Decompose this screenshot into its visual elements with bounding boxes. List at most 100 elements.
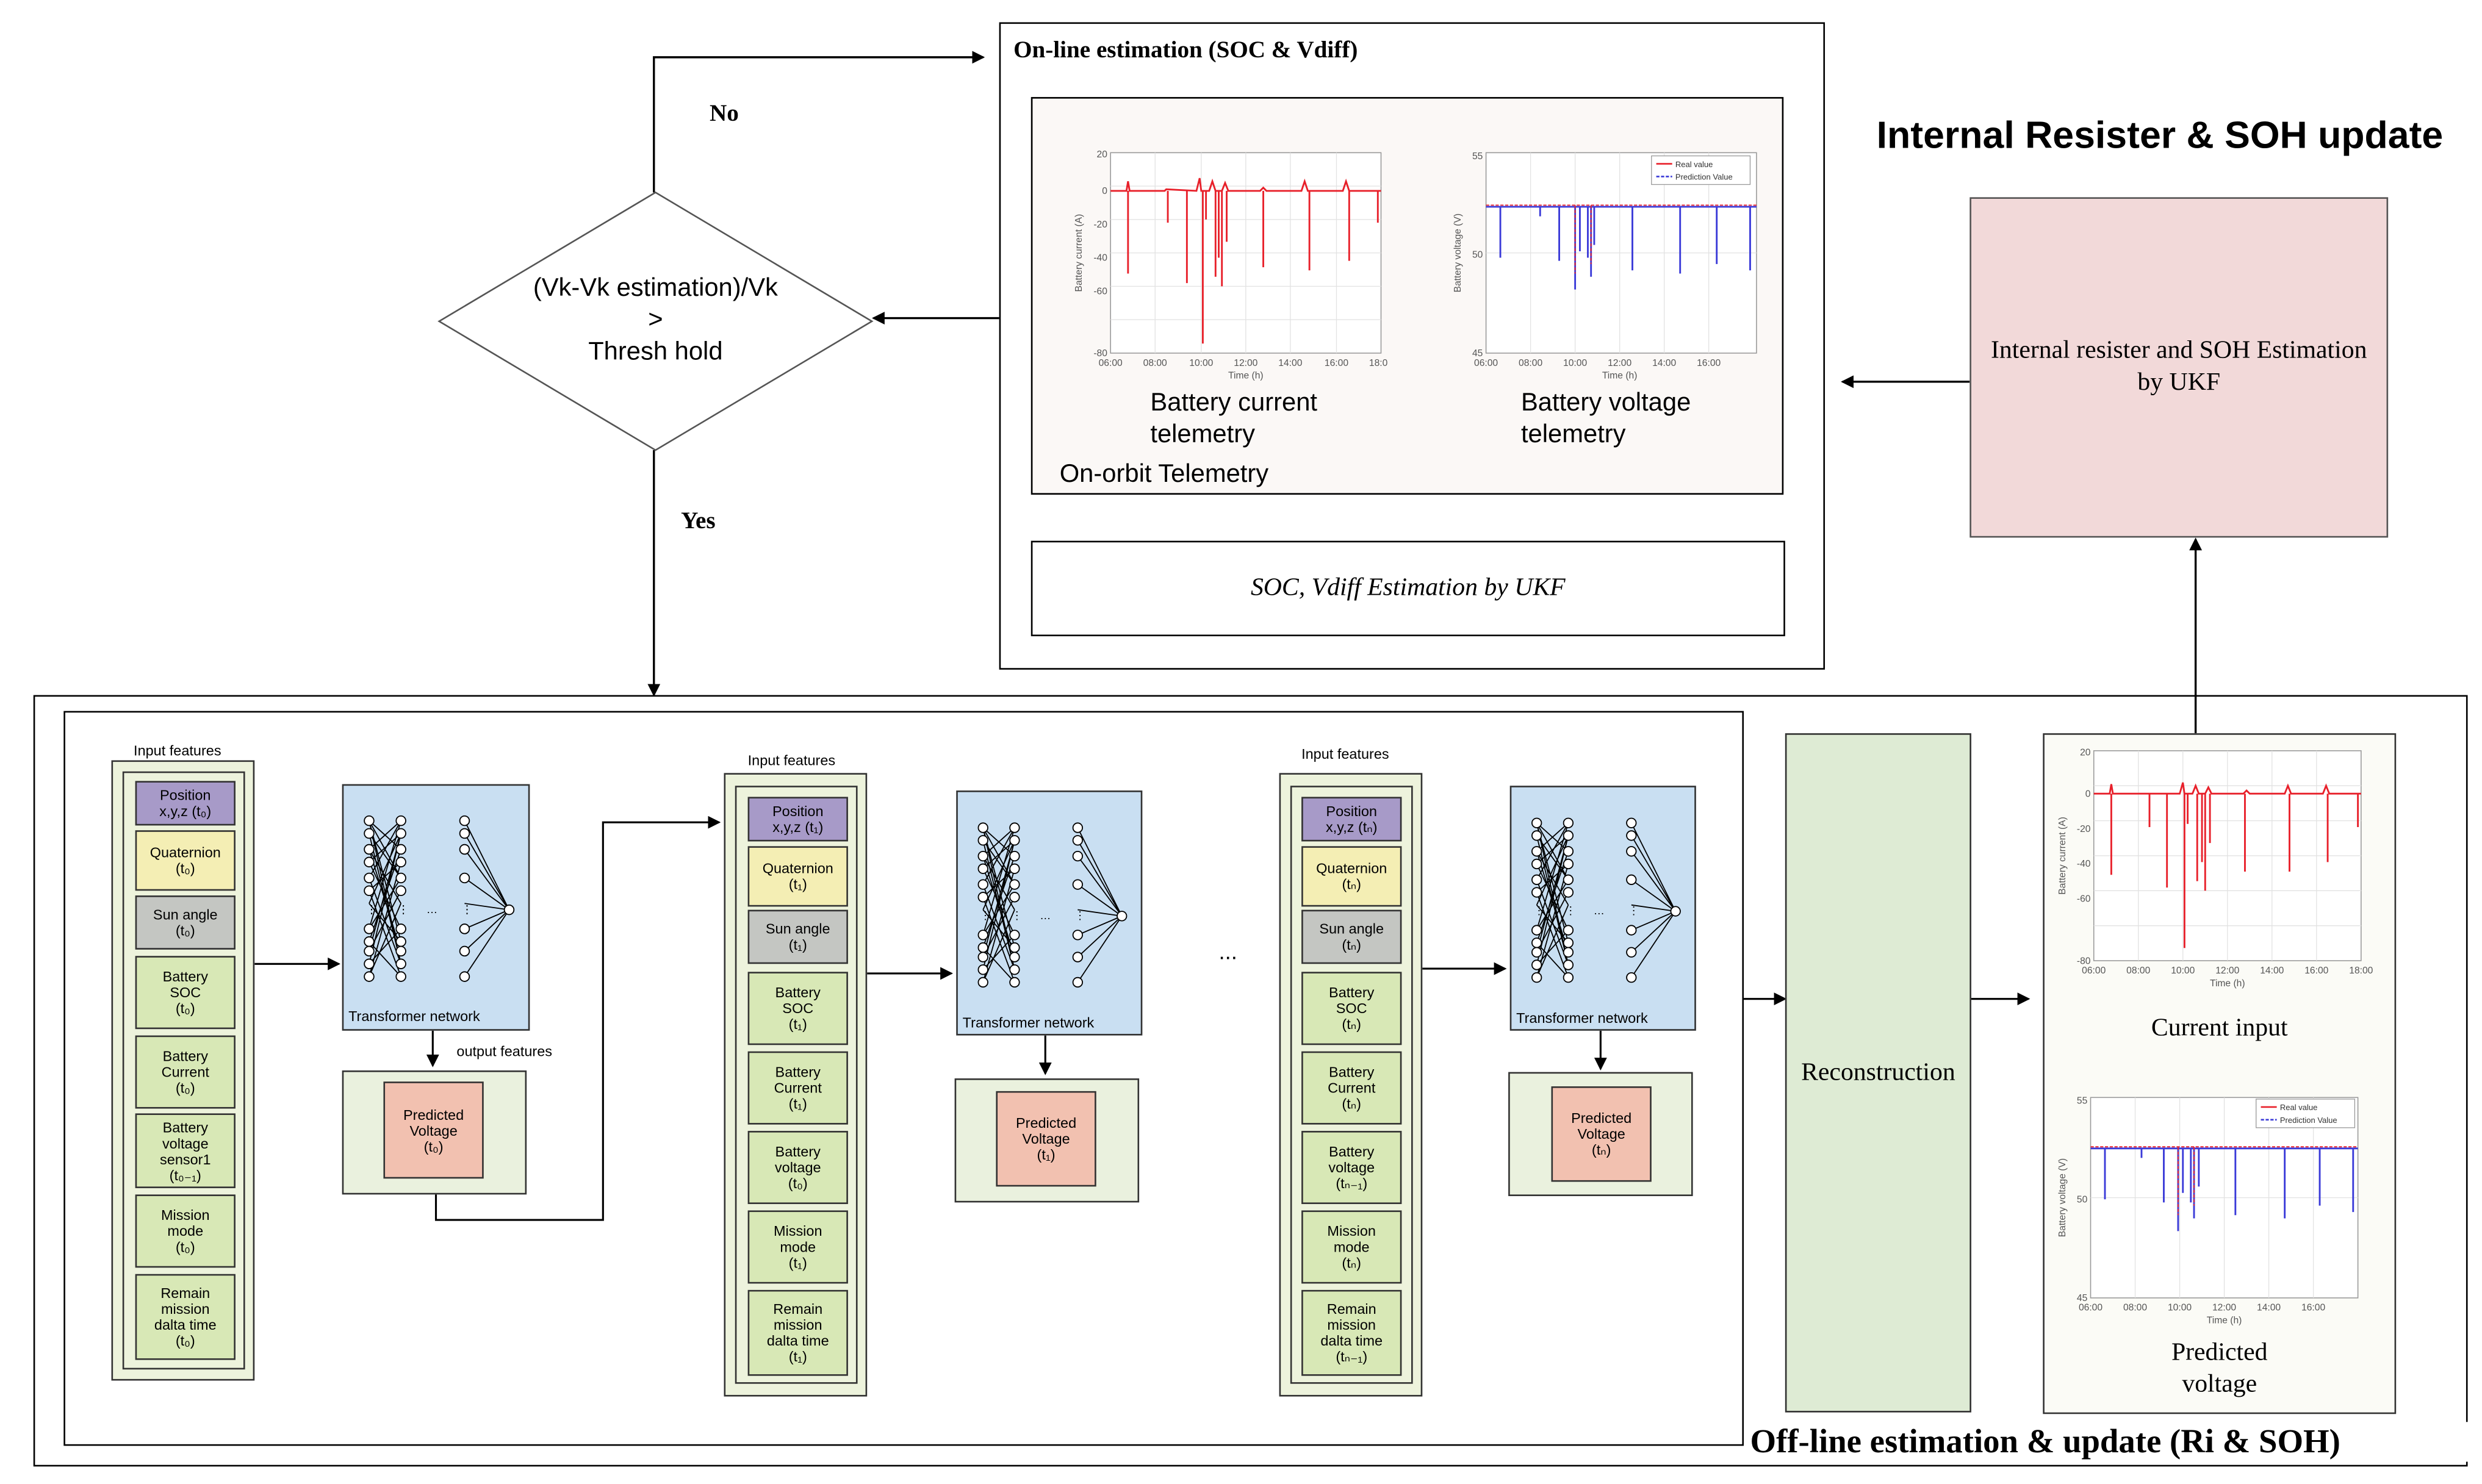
svg-text:08:00: 08:00 <box>2126 966 2150 976</box>
svg-text:18:00: 18:00 <box>2349 966 2373 976</box>
svg-text:16:00: 16:00 <box>1697 358 1721 368</box>
block1-to-block2-arrow <box>434 815 721 1221</box>
block2-predicted-voltage: Predicted Voltage (t₁) <box>996 1091 1096 1187</box>
current-telemetry-caption: Battery current telemetry <box>1150 389 1318 449</box>
soc-vdiff-ukf-box: SOC, Vdiff Estimation by UKF <box>1031 540 1785 637</box>
svg-text:16:00: 16:00 <box>2304 966 2328 976</box>
block2-feature-quaternion: Quaternion (t₁) <box>747 846 848 907</box>
svg-text:0: 0 <box>2085 789 2091 799</box>
svg-text:06:00: 06:00 <box>2082 966 2106 976</box>
offline-legend-pred: Prediction Value <box>2280 1116 2337 1125</box>
svg-text:-60: -60 <box>2077 894 2091 905</box>
block3-predicted-voltage: Predicted Voltage (tₙ) <box>1551 1086 1652 1182</box>
voltage-ylabel: Battery voltage (V) <box>1453 213 1463 292</box>
svg-text:…: … <box>426 903 437 916</box>
svg-text:20: 20 <box>2080 748 2091 758</box>
svg-text:55: 55 <box>2077 1096 2088 1106</box>
block2-feature-voltage: Battery voltage (t₀) <box>747 1131 848 1205</box>
block3-feature-soc: Battery SOC (tₙ) <box>1301 972 1402 1045</box>
svg-text:12:00: 12:00 <box>1608 358 1631 368</box>
block1-network-graph: ⋮⋮…⋮ <box>364 815 515 982</box>
svg-text:45: 45 <box>1472 348 1483 359</box>
block2-feature-soc: Battery SOC (t₁) <box>747 972 848 1045</box>
block1-feature-remain-time: Remain mission dalta time (t₀) <box>135 1274 236 1360</box>
svg-text:55: 55 <box>1472 151 1483 162</box>
svg-text:18:00: 18:00 <box>1369 358 1387 368</box>
voltage-legend: Real value Prediction Value <box>1651 155 1751 185</box>
telemetry-label: On-orbit Telemetry <box>1059 461 1269 489</box>
svg-text:10:00: 10:00 <box>2168 1303 2192 1313</box>
svg-text:06:00: 06:00 <box>1099 358 1123 368</box>
block2-feature-position: Position x,y,z (t₁) <box>747 797 848 842</box>
svg-text:10:00: 10:00 <box>2171 966 2195 976</box>
svg-text:⋮: ⋮ <box>366 903 377 916</box>
svg-text:0: 0 <box>1102 186 1107 196</box>
svg-text:-40: -40 <box>2077 859 2091 869</box>
svg-text:⋮: ⋮ <box>1534 905 1545 917</box>
svg-text:⋮: ⋮ <box>1074 909 1085 922</box>
block2-feature-sun-angle: Sun angle (t₁) <box>747 909 848 964</box>
online-title: On-line estimation (SOC & Vdiff) <box>1013 38 1358 64</box>
block1-feature-mission-mode: Mission mode (t₀) <box>135 1194 236 1268</box>
block3-feature-voltage: Battery voltage (tₙ₋₁) <box>1301 1131 1402 1205</box>
block3-transformer-network: ⋮⋮…⋮ Transformer network <box>1509 786 1696 1031</box>
threshold-decision-diamond <box>437 192 874 451</box>
block3-feature-quaternion: Quaternion (tₙ) <box>1301 846 1402 907</box>
block1-feature-voltage: Battery voltage sensor1 (t₀₋₁) <box>135 1113 236 1188</box>
no-label: No <box>710 101 739 127</box>
offline-voltage-ylabel: Battery voltage (V) <box>2057 1158 2068 1237</box>
svg-text:…: … <box>1594 905 1605 917</box>
svg-text:-20: -20 <box>1093 220 1107 230</box>
block3-feature-mission-mode: Mission mode (tₙ) <box>1301 1210 1402 1284</box>
decision-line2: > <box>648 307 663 334</box>
soh-estimation-box: Internal resister and SOH Estimation by … <box>1969 197 2389 538</box>
offline-current-ylabel: Battery current (A) <box>2057 817 2068 895</box>
transformer-sequence-frame <box>63 711 1744 1446</box>
svg-text:⋮: ⋮ <box>1565 905 1576 917</box>
block1-transformer-network: ⋮⋮…⋮ Transformer network <box>342 784 530 1031</box>
svg-text:50: 50 <box>1472 249 1483 260</box>
svg-text:06:00: 06:00 <box>2079 1303 2103 1313</box>
block2-network-graph: ⋮⋮…⋮ <box>977 822 1128 988</box>
svg-text:-80: -80 <box>1093 348 1107 359</box>
predicted-voltage-caption: Predicted voltage <box>2171 1339 2268 1399</box>
page-title: Internal Resister & SOH update <box>1876 114 2444 158</box>
block3-input-title: Input features <box>1301 746 1389 762</box>
offline-frame <box>33 695 2468 1467</box>
svg-text:⋮: ⋮ <box>461 903 472 916</box>
block2-feature-remain-time: Remain mission dalta time (t₁) <box>747 1289 848 1376</box>
svg-text:⋮: ⋮ <box>1628 905 1639 917</box>
block2-feature-current: Battery Current (t₁) <box>747 1051 848 1125</box>
offline-voltage-xlabel: Time (h) <box>2207 1316 2242 1326</box>
svg-text:-60: -60 <box>1093 286 1107 296</box>
offline-current-xlabel: Time (h) <box>2210 978 2245 989</box>
svg-text:12:00: 12:00 <box>1234 358 1257 368</box>
svg-text:16:00: 16:00 <box>1325 358 1348 368</box>
svg-text:12:00: 12:00 <box>2215 966 2239 976</box>
svg-text:14:00: 14:00 <box>1278 358 1302 368</box>
legend-real: Real value <box>1675 160 1713 169</box>
block2-feature-mission-mode: Mission mode (t₁) <box>747 1210 848 1284</box>
block3-network-graph: ⋮ ⋮ … ⋮ <box>1531 817 1681 983</box>
output-features-label: output features <box>456 1043 552 1059</box>
svg-text:08:00: 08:00 <box>1519 358 1542 368</box>
svg-text:12:00: 12:00 <box>2212 1303 2236 1313</box>
svg-text:14:00: 14:00 <box>2260 966 2284 976</box>
voltage-telemetry-caption: Battery voltage telemetry <box>1520 389 1691 449</box>
decision-line1: (Vk-Vk estimation)/Vk <box>533 275 778 303</box>
block3-feature-current: Battery Current (tₙ) <box>1301 1051 1402 1125</box>
svg-text:08:00: 08:00 <box>2123 1303 2147 1313</box>
block1-predicted-voltage: Predicted Voltage (t₀) <box>383 1081 484 1179</box>
svg-text:10:00: 10:00 <box>1189 358 1213 368</box>
legend-pred: Prediction Value <box>1675 173 1733 182</box>
svg-text:…: … <box>1040 909 1051 922</box>
svg-text:08:00: 08:00 <box>1143 358 1167 368</box>
svg-text:14:00: 14:00 <box>2257 1303 2281 1313</box>
yes-label: Yes <box>681 509 716 535</box>
block2-network-label: Transformer network <box>962 1014 1095 1031</box>
decision-line3: Thresh hold <box>588 339 723 366</box>
